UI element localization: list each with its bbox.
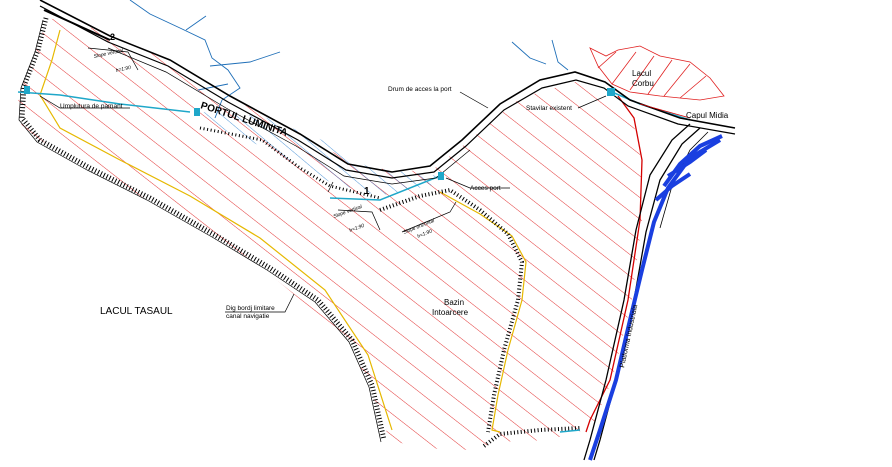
- label-mark-1: 1: [364, 186, 370, 197]
- node-north: [194, 108, 200, 116]
- label-slope-b-2: h=1:90: [349, 223, 366, 234]
- road-main-outer-2: [107, 47, 471, 185]
- label-dig-2: canal navigatie: [226, 313, 270, 320]
- label-dig-1: Dig bordj limitare: [226, 305, 275, 312]
- fill-edge-line: [39, 29, 393, 431]
- label-lacul-corbu-1: Lacul: [632, 69, 651, 78]
- label-acces-port: Acces port: [470, 185, 501, 192]
- road-main: [39, 0, 736, 173]
- label-stavilar: Stavilar existent: [526, 105, 572, 112]
- embankment-north-strip: [199, 126, 381, 200]
- lacul-corbu-strokes: [597, 51, 707, 99]
- label-capul-midia: Capul Midia: [686, 111, 729, 120]
- hatched-port-area: [18, 18, 642, 450]
- red-connector: [639, 103, 691, 119]
- label-slope-a-2: h=1:90: [115, 65, 132, 74]
- lacul-corbu-hatch: [589, 45, 725, 101]
- red-boundary: [585, 95, 643, 433]
- label-lacul-corbu-2: Corbu: [632, 79, 654, 88]
- label-mark-2: 2: [110, 32, 115, 42]
- label-slope-c-2: h=1:90: [417, 228, 434, 239]
- road-east: [583, 123, 691, 461]
- stream-right: [511, 39, 569, 71]
- road-east-2: [593, 127, 701, 461]
- embankment-west: [19, 17, 387, 441]
- label-umplutura: Umplutura de pamant: [60, 103, 123, 110]
- road-main-outer: [39, 5, 736, 179]
- embankment-west-edge: [18, 19, 382, 443]
- label-bazin-1: Bazin: [444, 298, 464, 307]
- leader-lines: [39, 47, 607, 313]
- node-stavilar: [607, 88, 615, 96]
- node-acces: [438, 172, 444, 180]
- canal-cyan: [17, 91, 691, 433]
- label-drum: Drum de acces la port: [388, 86, 452, 93]
- fill-edge-line-2: [439, 191, 527, 433]
- stream-top: [129, 0, 281, 119]
- road-segment-2: [43, 9, 111, 41]
- blue-highway-loop: [654, 134, 723, 202]
- node-west: [24, 86, 30, 94]
- label-bazin-2: Intoarcere: [432, 308, 469, 317]
- label-lacul-tasaul: LACUL TASAUL: [100, 306, 173, 317]
